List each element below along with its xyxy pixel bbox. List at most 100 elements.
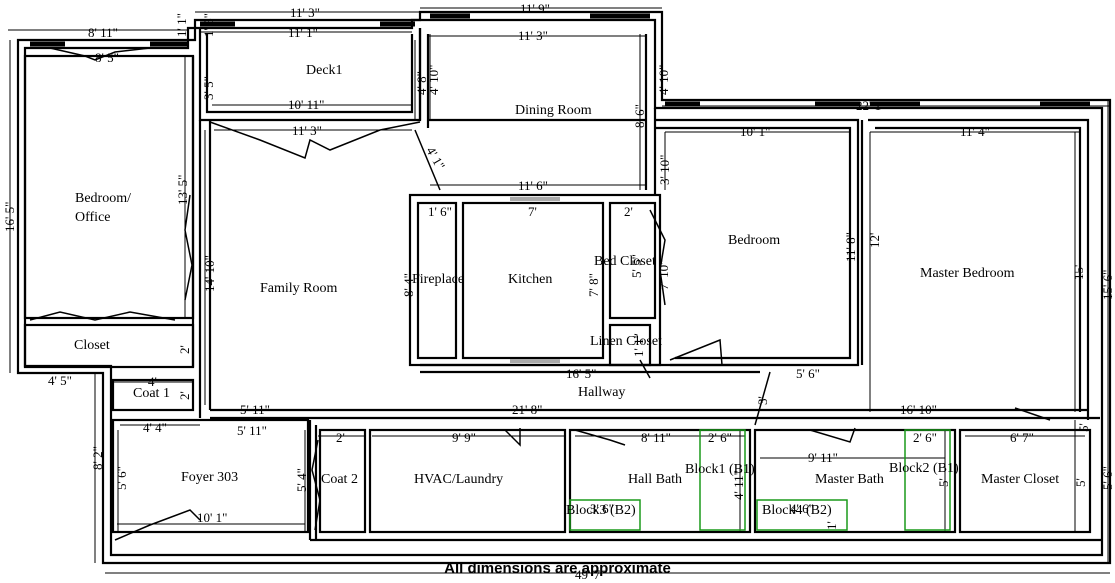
dim-label: 5'	[1076, 423, 1091, 432]
dim-label: 2' 6"	[913, 430, 937, 445]
dim-label: 5' 11"	[240, 402, 270, 417]
dim-label: 1' 5"	[201, 13, 216, 37]
dim-label: 11' 3"	[292, 123, 322, 138]
dim-label: 10' 1"	[740, 124, 770, 139]
dim-label: 3' 10"	[657, 155, 672, 185]
dim-label: 7'	[528, 204, 537, 219]
dim-label: 11' 4"	[960, 124, 990, 139]
dim-label: 4' 11"	[731, 470, 746, 500]
dim-label: 1'	[824, 521, 839, 530]
dim-label: 5' 6"	[796, 366, 820, 381]
dim-label: 1' 1"	[631, 333, 646, 357]
dim-label: 5' 5"	[629, 254, 644, 278]
dim-label: 5'	[1073, 478, 1088, 487]
dim-label: 11' 9"	[520, 1, 550, 16]
bedroom-office-label-2: Office	[75, 210, 111, 225]
dim-label: 5' 11"	[237, 423, 267, 438]
dim-label: 4' 5"	[48, 373, 72, 388]
dim-label: 21' 8"	[512, 402, 542, 417]
block1-box	[699, 429, 746, 531]
dim-label: 5' 6"	[1100, 466, 1115, 490]
dim-label: 8' 11"	[641, 430, 671, 445]
dim-label: 12'	[867, 233, 882, 248]
master-closet-label: Master Closet	[981, 472, 1059, 487]
dim-label: 11' 3"	[290, 5, 320, 20]
vertical-dimension-labels: 1' 1" 1' 5" 4' 10" 4' 10" 3' 5" 4' 8" 16…	[2, 13, 1115, 530]
footer-note: All dimensions are approximate	[444, 560, 671, 577]
dim-label: 4' 10"	[426, 65, 441, 95]
dim-label: 4' 6"	[790, 501, 814, 516]
dim-label: 15'	[1071, 265, 1086, 280]
dim-label: 9' 9"	[452, 430, 476, 445]
dim-label: 9' 11"	[808, 450, 838, 465]
dim-label: 2'	[177, 345, 192, 354]
dim-label: 16' 10"	[900, 402, 937, 417]
coat2-label: Coat 2	[321, 472, 358, 487]
master-bath-label: Master Bath	[815, 472, 884, 487]
block3-label: Block3 (B2)	[566, 503, 636, 518]
dim-label: 2'	[336, 430, 345, 445]
dim-label: 16' 5"	[2, 202, 17, 232]
dim-label: 11' 6"	[518, 178, 548, 193]
dim-label: 7' 10"	[656, 260, 671, 290]
dim-label: 5' 6"	[114, 466, 129, 490]
dim-label: 4' 8"	[414, 71, 429, 95]
dim-label: 49' 7"	[575, 567, 605, 582]
dim-label: 8' 5"	[95, 50, 119, 65]
room-labels: Deck1 Dining Room Bedroom/ Office Family…	[74, 63, 1059, 518]
dimension-lines	[8, 7, 1110, 574]
dim-label: 3' 5"	[201, 76, 216, 100]
dim-label: 4'	[148, 374, 157, 389]
dim-label: 8' 6"	[632, 104, 647, 128]
dim-label: 15' 6"	[1100, 270, 1115, 300]
bed-closet-label: Bed Closet	[594, 254, 656, 269]
dim-label: 11' 8"	[843, 232, 858, 262]
closet-label: Closet	[74, 338, 110, 353]
dim-label: 11' 1"	[288, 25, 318, 40]
dim-label: 1' 1"	[174, 13, 189, 37]
dim-label: 2'	[177, 391, 192, 400]
dim-label: 10' 1"	[197, 510, 227, 525]
dim-label: 5'	[936, 478, 951, 487]
bedroom-office-label-1: Bedroom/	[75, 191, 131, 206]
kitchen-windows	[510, 197, 560, 363]
dim-label: 4' 10"	[656, 65, 671, 95]
dining-room-label: Dining Room	[515, 103, 592, 118]
dim-label: 8' 2"	[90, 446, 105, 470]
block4-label: Block4 (B2)	[762, 503, 832, 518]
fireplace-label: Fireplace	[412, 272, 464, 287]
block2-box	[904, 429, 951, 531]
blocks	[569, 429, 951, 531]
dim-label: 2'	[624, 204, 633, 219]
dim-label: 5' 4"	[294, 468, 309, 492]
deck-label: Deck1	[306, 63, 343, 78]
hallway-label: Hallway	[578, 385, 625, 400]
dim-label: 1' 6"	[428, 204, 452, 219]
dimension-labels: 8' 11" 11' 3" 11' 1" 11' 9" 11' 3" 10' 1…	[48, 1, 1034, 582]
foyer-label: Foyer 303	[181, 470, 238, 485]
dim-label: 16' 5"	[566, 366, 596, 381]
dim-label: 8' 11"	[88, 25, 118, 40]
hvac-laundry-label: HVAC/Laundry	[414, 472, 503, 487]
dim-label: 14' 10"	[202, 255, 217, 292]
bedroom-label: Bedroom	[728, 233, 780, 248]
dim-label: 7' 8"	[586, 273, 601, 297]
dim-label: 3'	[755, 396, 770, 405]
dim-label: 22' 1"	[856, 98, 886, 113]
dim-label: 8' 4"	[401, 273, 416, 297]
dim-label: 3' 6"	[590, 501, 614, 516]
hall-bath-label: Hall Bath	[628, 472, 682, 487]
block1-label: Block1 (B1)	[685, 462, 755, 477]
windows	[30, 13, 1090, 107]
block3-box	[569, 499, 641, 531]
dim-label: 6' 7"	[1010, 430, 1034, 445]
dim-label: 2' 6"	[708, 430, 732, 445]
coat1-label: Coat 1	[133, 386, 170, 401]
block2-label: Block2 (B1)	[889, 461, 959, 476]
master-bedroom-label: Master Bedroom	[920, 266, 1015, 281]
kitchen-label: Kitchen	[508, 272, 552, 287]
dim-label: 11' 3"	[518, 28, 548, 43]
dim-label: 10' 11"	[288, 97, 324, 112]
dim-label: 4' 4"	[143, 420, 167, 435]
